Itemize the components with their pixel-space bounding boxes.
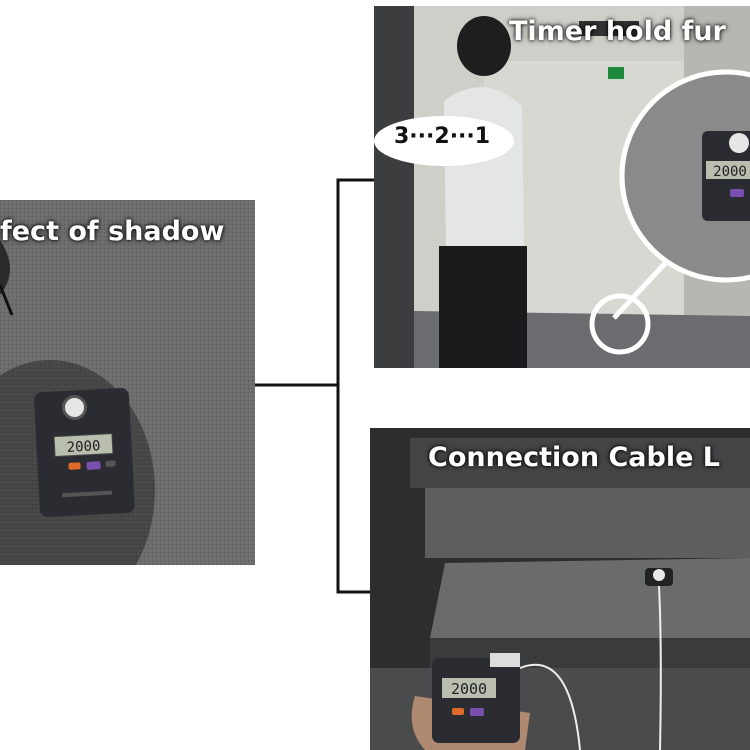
timer-hold-photo: 2000 3···2···1 Timer hold fur: [374, 6, 750, 368]
person-figure: [439, 16, 527, 368]
shadow-photo-illustration: 2000: [0, 200, 255, 565]
timer-caption: Timer hold fur: [509, 16, 726, 47]
step-top: [430, 558, 750, 643]
timer-meter-lcd-reading: 2000: [713, 164, 747, 180]
shadow-effect-photo: 2000 fect of shadow: [0, 200, 255, 565]
ceiling-vent: [579, 21, 639, 36]
shadow-caption: fect of shadow: [0, 216, 225, 247]
timer-photo-illustration: 2000: [374, 6, 750, 368]
handheld-meter: [432, 658, 520, 743]
handheld-lcd-reading: 2000: [451, 680, 487, 698]
magnifier-circle: [619, 69, 750, 283]
connection-cable-photo: 2000 Connection Cable L: [370, 428, 750, 750]
cable: [658, 585, 662, 750]
meter-lcd-reading: 2000: [66, 438, 101, 456]
exit-sign: [608, 67, 624, 79]
countdown-bubble: [374, 116, 514, 166]
countdown-text: 3···2···1: [394, 124, 491, 149]
cable-photo-illustration: 2000: [370, 428, 750, 750]
illuminance-meter: 2000: [34, 388, 135, 518]
cable-caption: Connection Cable L: [428, 442, 720, 473]
